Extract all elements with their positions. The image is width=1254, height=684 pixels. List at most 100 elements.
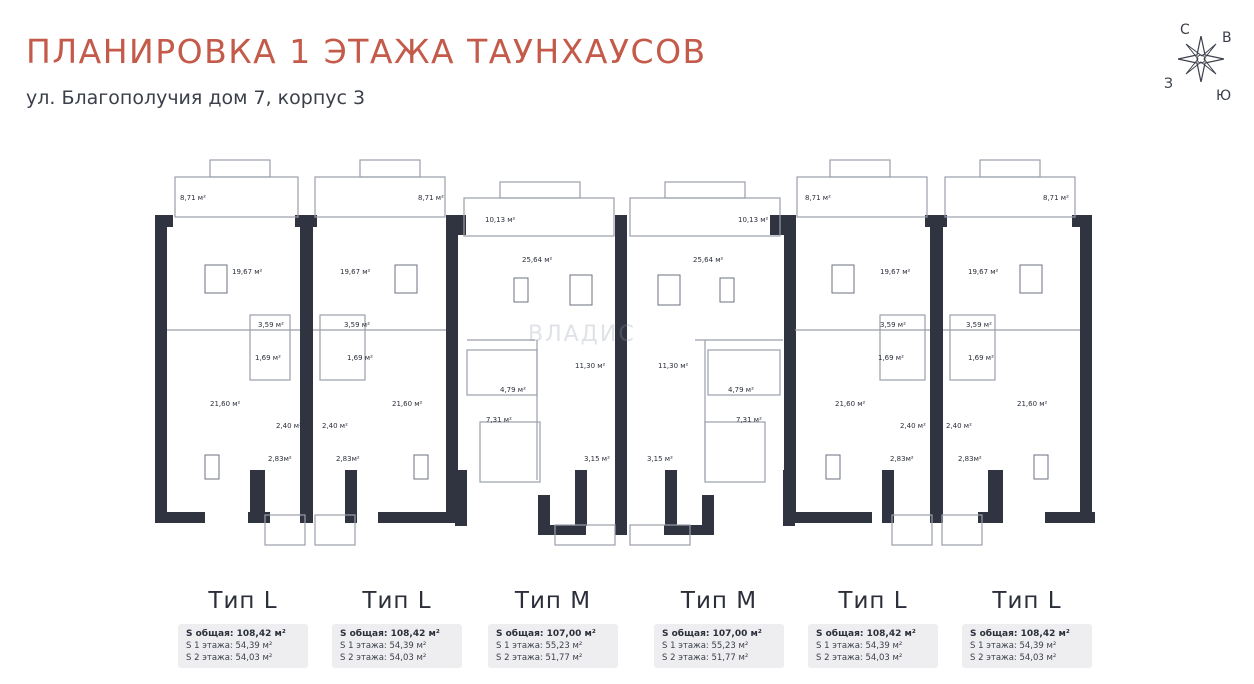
area-label: 11,30 м² bbox=[575, 362, 606, 370]
area-label: 7,31 м² bbox=[736, 416, 762, 424]
wall bbox=[155, 215, 173, 227]
wall bbox=[575, 470, 587, 526]
area-label: 3,15 м² bbox=[647, 455, 673, 463]
area-label: 21,60 м² bbox=[835, 400, 866, 408]
entry-porch bbox=[629, 524, 691, 546]
total-area: S общая: 108,42 м² bbox=[970, 629, 1070, 639]
dining-table-icon bbox=[825, 454, 841, 480]
watermark: ВЛАДИС bbox=[528, 322, 636, 347]
sofa-icon bbox=[1019, 264, 1043, 294]
sofa-icon bbox=[394, 264, 418, 294]
area-label: 2,83м² bbox=[958, 455, 982, 463]
type-area-box: S общая: 107,00 м² S 1 этажа: 55,23 м² S… bbox=[488, 624, 618, 668]
total-area: S общая: 107,00 м² bbox=[662, 629, 762, 639]
area-label: 11,30 м² bbox=[658, 362, 689, 370]
area-label: 19,67 м² bbox=[968, 268, 999, 276]
type-name: Тип L bbox=[362, 588, 432, 614]
entry-porch bbox=[264, 514, 306, 546]
wall bbox=[250, 470, 265, 523]
wall bbox=[1045, 512, 1095, 523]
wall bbox=[378, 512, 458, 523]
wall bbox=[345, 470, 357, 523]
type-name: Тип M bbox=[514, 588, 592, 614]
window bbox=[209, 159, 271, 178]
compass: С В З Ю bbox=[1160, 22, 1248, 104]
wall bbox=[446, 215, 458, 523]
dining-table-icon bbox=[1033, 454, 1049, 480]
type-name: Тип L bbox=[992, 588, 1062, 614]
type-card: Тип M S общая: 107,00 м² S 1 этажа: 55,2… bbox=[654, 588, 784, 668]
stair-block bbox=[479, 421, 541, 483]
area-label: 1,69 м² bbox=[347, 354, 373, 362]
entry-porch bbox=[314, 514, 356, 546]
wall bbox=[248, 512, 270, 523]
area-label: 8,71 м² bbox=[180, 194, 206, 202]
area-label: 3,59 м² bbox=[344, 321, 370, 329]
area-label: 21,60 м² bbox=[392, 400, 423, 408]
window bbox=[359, 159, 421, 178]
floor1-area: S 1 этажа: 54,39 м² bbox=[186, 641, 273, 651]
wall bbox=[925, 215, 947, 227]
wall bbox=[538, 525, 586, 535]
area-label: 21,60 м² bbox=[1017, 400, 1048, 408]
wall bbox=[155, 512, 205, 523]
sofa-icon bbox=[204, 264, 228, 294]
window bbox=[829, 159, 891, 178]
wall bbox=[455, 470, 467, 526]
area-label: 19,67 м² bbox=[232, 268, 263, 276]
floor1-area: S 1 этажа: 55,23 м² bbox=[662, 641, 749, 651]
total-area: S общая: 108,42 м² bbox=[340, 629, 440, 639]
area-label: 2,40 м² bbox=[900, 422, 926, 430]
type-card: Тип L S общая: 108,42 м² S 1 этажа: 54,3… bbox=[178, 588, 308, 668]
area-label: 2,83м² bbox=[268, 455, 292, 463]
floor2-area: S 2 этажа: 51,77 м² bbox=[662, 653, 749, 663]
area-label: 1,69 м² bbox=[878, 354, 904, 362]
wall bbox=[1072, 215, 1092, 227]
area-label: 19,67 м² bbox=[880, 268, 911, 276]
area-label: 2,40 м² bbox=[946, 422, 972, 430]
area-label: 1,69 м² bbox=[968, 354, 994, 362]
wall bbox=[615, 215, 627, 535]
wall bbox=[155, 215, 167, 523]
floor2-area: S 2 этажа: 54,03 м² bbox=[816, 653, 903, 663]
type-area-box: S общая: 107,00 м² S 1 этажа: 55,23 м² S… bbox=[654, 624, 784, 668]
address-subtitle: ул. Благополучия дом 7, корпус 3 bbox=[26, 87, 366, 109]
area-label: 4,79 м² bbox=[500, 386, 526, 394]
type-card: Тип M S общая: 107,00 м² S 1 этажа: 55,2… bbox=[488, 588, 618, 668]
sofa-icon bbox=[657, 274, 681, 306]
total-area: S общая: 108,42 м² bbox=[816, 629, 916, 639]
entry-porch bbox=[554, 524, 616, 546]
area-label: 4,79 м² bbox=[728, 386, 754, 394]
compass-north-label: С bbox=[1180, 22, 1190, 38]
area-label: 3,59 м² bbox=[258, 321, 284, 329]
area-label: 2,83м² bbox=[890, 455, 914, 463]
type-card: Тип L S общая: 108,42 м² S 1 этажа: 54,3… bbox=[962, 588, 1092, 668]
area-label: 3,15 м² bbox=[584, 455, 610, 463]
floor-plan: 8,71 м² 8,71 м² 8,71 м² 8,71 м² 10,13 м²… bbox=[155, 159, 1095, 546]
area-label: 2,83м² bbox=[336, 455, 360, 463]
stair-block bbox=[879, 314, 926, 381]
floor2-area: S 2 этажа: 54,03 м² bbox=[970, 653, 1057, 663]
total-area: S общая: 107,00 м² bbox=[496, 629, 596, 639]
area-label: 8,71 м² bbox=[805, 194, 831, 202]
floor1-area: S 1 этажа: 54,39 м² bbox=[340, 641, 427, 651]
wall bbox=[930, 215, 943, 523]
stair-block bbox=[319, 314, 366, 381]
dining-table-icon bbox=[513, 277, 529, 303]
type-area-box: S общая: 108,42 м² S 1 этажа: 54,39 м² S… bbox=[332, 624, 462, 668]
floor2-area: S 2 этажа: 51,77 м² bbox=[496, 653, 583, 663]
total-area: S общая: 108,42 м² bbox=[186, 629, 286, 639]
type-name: Тип L bbox=[838, 588, 908, 614]
entry-porch bbox=[941, 514, 983, 546]
type-card: Тип L S общая: 108,42 м² S 1 этажа: 54,3… bbox=[808, 588, 938, 668]
area-label: 2,40 м² bbox=[322, 422, 348, 430]
type-area-box: S общая: 108,42 м² S 1 этажа: 54,39 м² S… bbox=[962, 624, 1092, 668]
wall bbox=[665, 470, 677, 526]
floor1-area: S 1 этажа: 55,23 м² bbox=[496, 641, 583, 651]
wall bbox=[300, 215, 313, 523]
area-label: 25,64 м² bbox=[522, 256, 553, 264]
wall bbox=[784, 215, 796, 523]
wall bbox=[295, 215, 317, 227]
dining-table-icon bbox=[413, 454, 429, 480]
area-label: 19,67 м² bbox=[340, 268, 371, 276]
